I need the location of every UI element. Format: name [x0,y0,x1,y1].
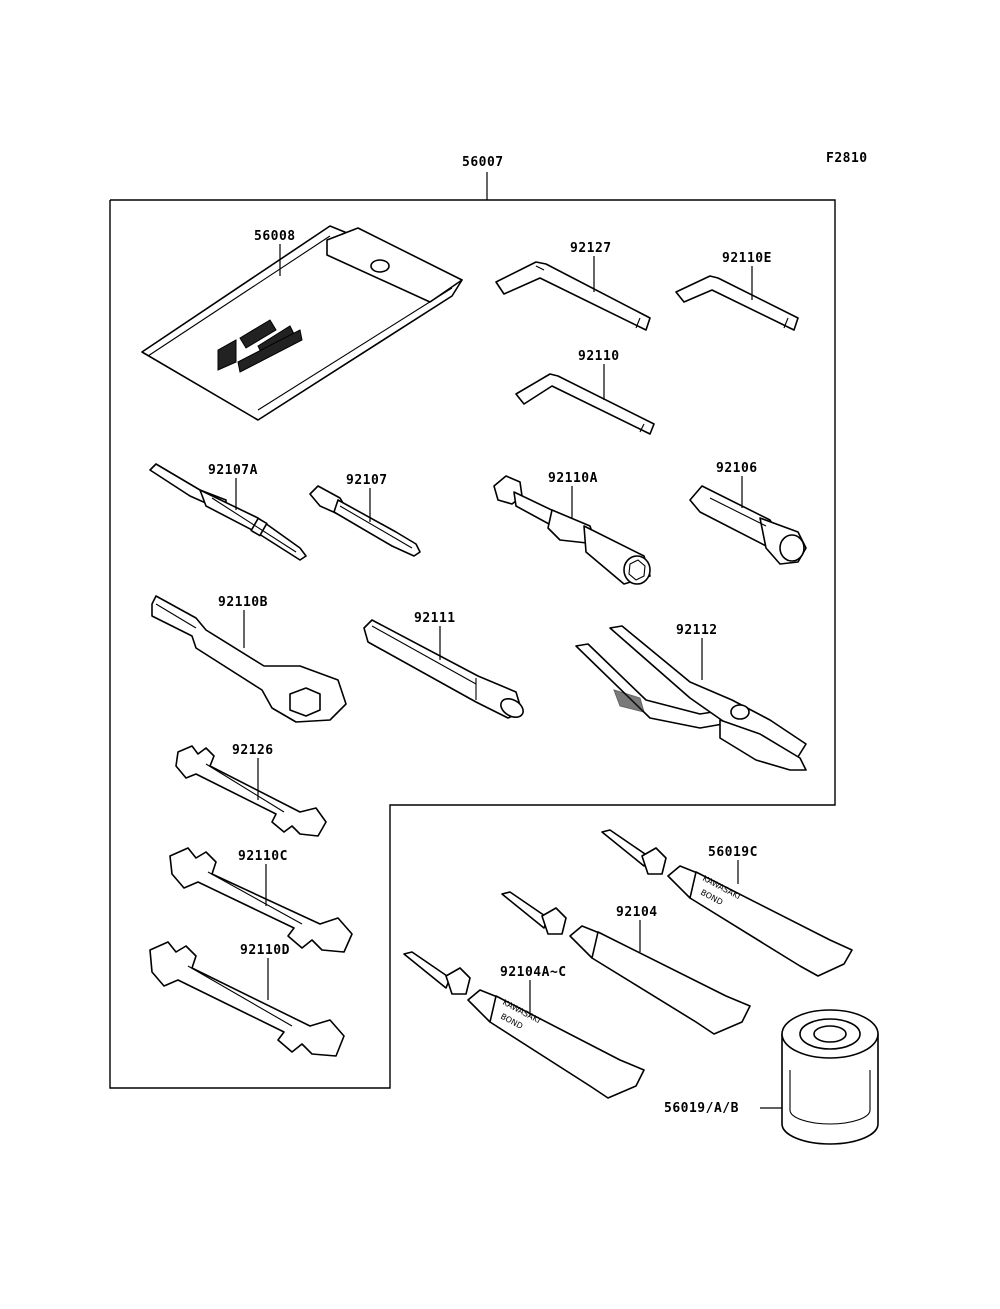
label-92107a: 92107A [208,463,258,478]
tube-92104-icon [501,891,751,1035]
label-92106: 92106 [716,461,758,476]
pliers-92112-icon [575,625,807,771]
open-wrench-92126-icon [175,745,327,837]
label-92107: 92107 [346,473,388,488]
hex-wrench-92110e-icon [675,275,799,331]
label-92126: 92126 [232,743,274,758]
tool-pouch-icon [141,225,463,421]
extension-bar-92111-icon [363,619,524,719]
bond-tube-56019c-icon: KAWASAKI BOND [601,829,853,977]
label-92110a: 92110A [548,471,598,486]
open-wrench-92110c-icon [169,847,353,953]
label-56008: 56008 [254,229,296,244]
figure-id-label: F2810 [826,151,868,166]
plug-socket-92106-icon [689,485,807,565]
label-92111: 92111 [414,611,456,626]
label-56019-a-b: 56019/A/B [664,1101,739,1116]
hex-wrench-92127-icon [495,261,651,331]
socket-handle-92110a-icon [493,475,651,585]
screwdriver-92107a-icon [149,463,307,561]
label-92110d: 92110D [240,943,290,958]
label-92104: 92104 [616,905,658,920]
label-92112: 92112 [676,623,718,638]
ring-wrench-92110b-icon [151,595,347,723]
label-92110: 92110 [578,349,620,364]
label-92110e: 92110E [722,251,772,266]
label-92127: 92127 [570,241,612,256]
label-92110b: 92110B [218,595,268,610]
screwdriver-92107-icon [309,485,421,557]
bond-can-56019-icon [781,1009,879,1145]
label-56019c: 56019C [708,845,758,860]
kit-boundary-frame [109,199,836,1089]
label-92104a-c: 92104A~C [500,965,567,980]
label-92110c: 92110C [238,849,288,864]
hex-wrench-92110-icon [515,373,655,435]
label-56007: 56007 [462,155,504,170]
open-wrench-92110d-icon [149,941,345,1057]
